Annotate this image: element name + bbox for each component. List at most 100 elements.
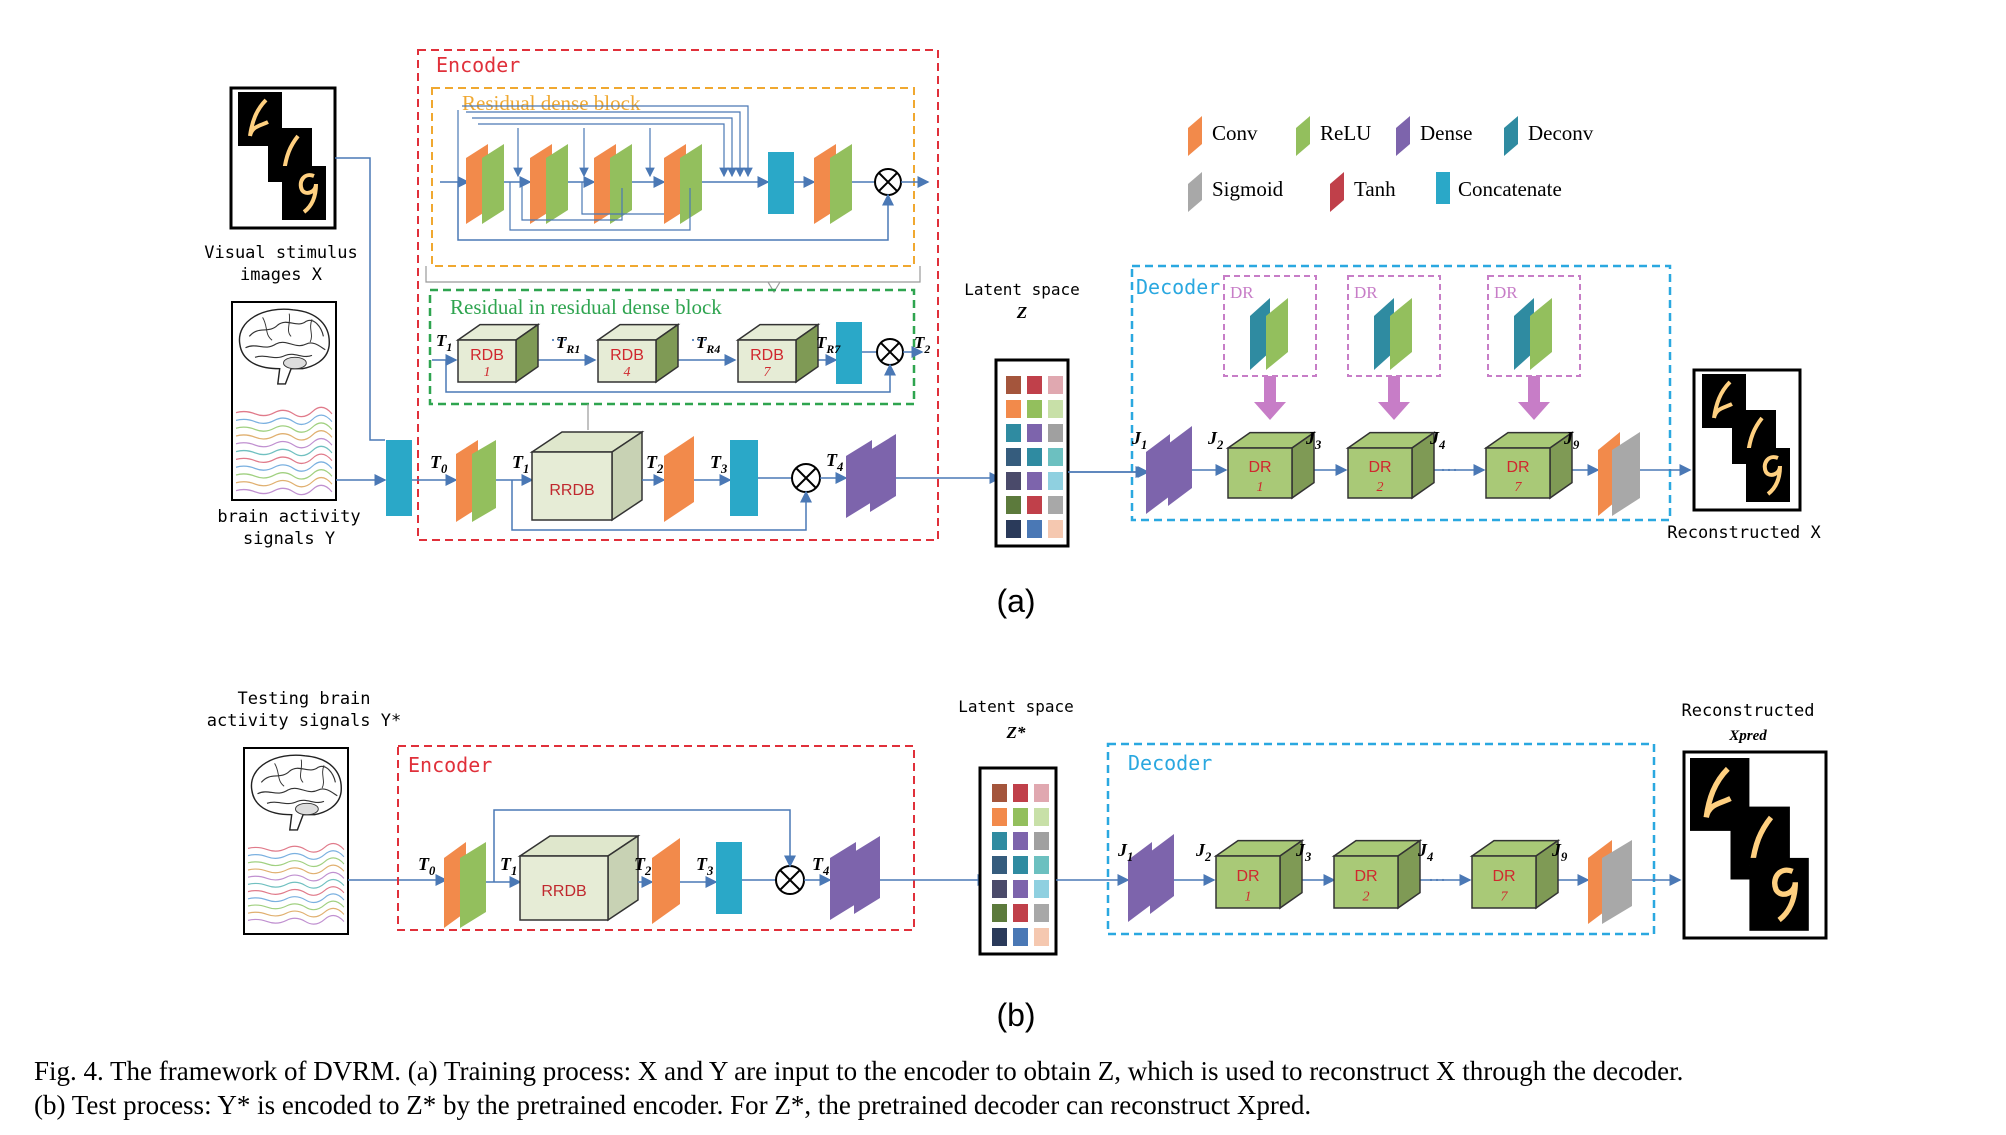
dr-cube-b-1-label: DR xyxy=(1236,868,1259,885)
j-label-a-1: J2 xyxy=(1207,428,1224,452)
rdb-cube-4-number: 4 xyxy=(624,365,631,380)
brain-label-1: brain activity xyxy=(217,507,360,527)
latent-cell xyxy=(992,808,1007,826)
latent-grid-b xyxy=(992,784,1049,946)
dr-cube-a-2-number: 2 xyxy=(1377,480,1384,495)
j-label-b-2: J3 xyxy=(1295,840,1311,864)
stimulus-to-concat-arrow xyxy=(335,157,385,441)
latent-cell xyxy=(1034,904,1049,922)
latent-cell xyxy=(1027,448,1042,466)
encoder-box-a xyxy=(417,49,939,541)
rdb-cube-7-label: RDB xyxy=(750,347,784,364)
concat-input-block xyxy=(386,440,412,516)
latent-cell xyxy=(1048,496,1063,514)
latent-cell xyxy=(1006,424,1021,442)
latent-cell xyxy=(1013,808,1028,826)
legend-label-tanh: Tanh xyxy=(1354,177,1396,201)
latent-cell xyxy=(992,928,1007,946)
legend-label-deconv: Deconv xyxy=(1528,121,1594,145)
legend-label-conv: Conv xyxy=(1212,121,1258,145)
encoder-chain-a xyxy=(412,430,1002,531)
latent-cell xyxy=(1034,880,1049,898)
latent-label-a-1: Latent space xyxy=(964,280,1080,299)
dr-cube-a-1-label: DR xyxy=(1248,459,1271,476)
j-label-a-0: J1 xyxy=(1131,428,1147,452)
legend-swatch-deconv xyxy=(1504,116,1518,156)
latent-cell xyxy=(1027,472,1042,490)
legend-swatch-dense xyxy=(1396,116,1410,156)
dr-cube-b-7-label: DR xyxy=(1492,868,1515,885)
latent-cell xyxy=(1048,520,1063,538)
j-label-b-0: J1 xyxy=(1117,840,1133,864)
dr-detail-label-2: DR xyxy=(1354,283,1378,302)
j-label-b-1: J2 xyxy=(1195,840,1212,864)
rrdb-main-label-a: RRDB xyxy=(549,482,594,499)
rrdb-t-label-4: T2 xyxy=(914,333,930,356)
legend-swatch-relu xyxy=(1296,116,1310,156)
dr-cube-b-2: DR 2 xyxy=(1331,839,1423,910)
rdb-cube-4-label: RDB xyxy=(610,347,644,364)
t-label-a-2: T2 xyxy=(646,452,664,476)
decoder-box-a xyxy=(1130,264,1672,522)
j-label-b-4: J9 xyxy=(1551,840,1568,864)
latent-cell xyxy=(1013,904,1028,922)
latent-grid-a xyxy=(1006,376,1063,538)
figure-caption-line2: (b) Test process: Y* is encoded to Z* by… xyxy=(34,1090,1311,1120)
encoder-label-b: Encoder xyxy=(408,753,492,777)
legend-label-sigmoid: Sigmoid xyxy=(1212,177,1284,201)
latent-cell xyxy=(1034,928,1049,946)
dr-cube-a-2-label: DR xyxy=(1368,459,1391,476)
testing-label-2: activity signals Y* xyxy=(207,711,401,731)
rrdb-ellipsis-1: ··· xyxy=(550,330,568,350)
latent-cell xyxy=(1048,376,1063,394)
latent-label-b-2: Z* xyxy=(1006,723,1026,742)
latent-cell xyxy=(1027,520,1042,538)
legend-swatch-sigmoid xyxy=(1188,172,1202,212)
encoder-label-a: Encoder xyxy=(436,53,520,77)
dr-detail-label-1: DR xyxy=(1230,283,1254,302)
t-label-b-0: T0 xyxy=(418,854,436,878)
rdb-brace xyxy=(425,266,921,294)
latent-cell xyxy=(1048,472,1063,490)
reconstructed-label-b-2: Xpred xyxy=(1728,728,1767,744)
caption-letter-b: (b) xyxy=(996,997,1035,1033)
latent-cell xyxy=(1006,400,1021,418)
latent-label-b-1: Latent space xyxy=(958,697,1074,716)
legend-label-concatenate: Concatenate xyxy=(1458,177,1562,201)
latent-cell xyxy=(1048,448,1063,466)
t-label-b-1: T1 xyxy=(500,854,517,878)
encoder-chain-b xyxy=(444,809,990,928)
dr-cube-b-2-label: DR xyxy=(1354,868,1377,885)
rrdb-t-label-2: TR4 xyxy=(696,333,720,356)
t-label-a-3: T3 xyxy=(710,452,727,476)
t-label-a-4: T4 xyxy=(826,450,843,474)
rrdb-detail-label: Residual in residual dense block xyxy=(450,295,722,319)
latent-cell xyxy=(1048,424,1063,442)
latent-cell xyxy=(1013,784,1028,802)
latent-cell xyxy=(1027,496,1042,514)
legend-label-dense: Dense xyxy=(1420,121,1472,145)
dr-cube-a-7-number: 7 xyxy=(1515,480,1523,495)
latent-cell xyxy=(1013,832,1028,850)
brain-label-2: signals Y xyxy=(243,529,335,549)
dr-cube-b-2-number: 2 xyxy=(1363,890,1370,905)
dr-cube-a-7-label: DR xyxy=(1506,459,1529,476)
dr-cube-b-7-number: 7 xyxy=(1501,890,1509,905)
j-label-a-4: J9 xyxy=(1563,428,1580,452)
reconstructed-label-b-1: Reconstructed xyxy=(1681,701,1814,721)
rrdb-t-label-1: TR1 xyxy=(556,333,580,356)
stimulus-label-2: images X xyxy=(240,265,323,285)
latent-cell xyxy=(1034,832,1049,850)
latent-cell xyxy=(1048,400,1063,418)
latent-cell xyxy=(1034,856,1049,874)
rdb-cube-1-number: 1 xyxy=(484,365,491,380)
rdb-cube-7-number: 7 xyxy=(764,365,772,380)
t-label-b-3: T3 xyxy=(696,854,713,878)
